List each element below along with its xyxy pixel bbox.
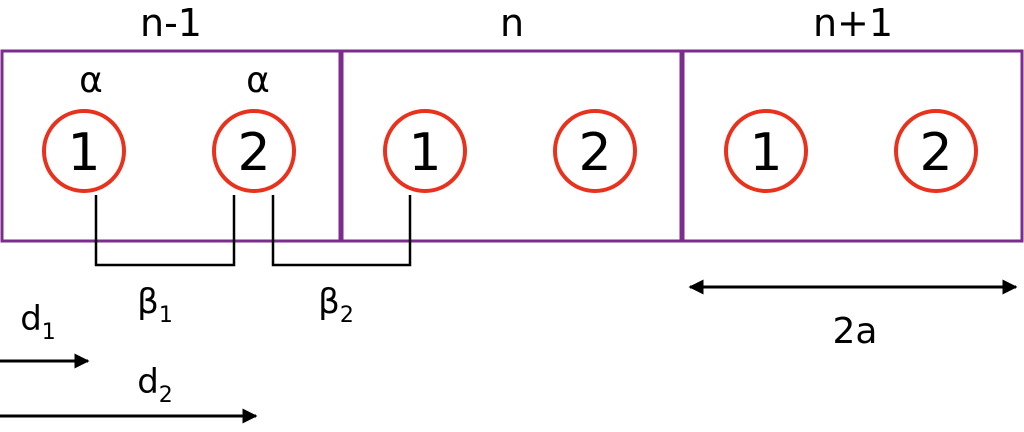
hopping-label-beta-1: β1 [137,282,173,328]
onsite-energy-label-2: α [246,60,270,101]
atom-label: 2 [578,123,611,183]
lattice-constant-label: 2a [833,311,878,352]
atom-1-cell-n-minus-1: 1 [42,109,126,193]
unit-cell-n-plus-1 [681,49,1024,243]
vector-label-d2: d2 [137,362,173,408]
hopping-bracket-beta-2 [271,195,412,267]
onsite-energy-label-1: α [79,60,103,101]
cell-title-n-plus-1: n+1 [813,1,893,45]
atom-2-cell-n-plus-1: 2 [894,109,978,193]
vector-label-d1: d1 [20,299,56,345]
hopping-label-beta-2: β2 [318,282,354,328]
atom-label: 1 [67,123,100,183]
atom-label: 2 [237,123,270,183]
atom-1-cell-n-plus-1: 1 [724,109,808,193]
atom-2-cell-n: 2 [553,109,637,193]
unit-cell-n-minus-1 [0,49,342,243]
atom-label: 1 [408,123,441,183]
atom-2-cell-n-minus-1: 2 [212,109,296,193]
atom-label: 2 [919,123,952,183]
cell-title-n: n [500,1,524,45]
unit-cell-n [340,49,683,243]
hopping-bracket-beta-1 [94,195,236,267]
cell-title-n-minus-1: n-1 [140,1,202,45]
atom-label: 1 [749,123,782,183]
atom-1-cell-n: 1 [383,109,467,193]
